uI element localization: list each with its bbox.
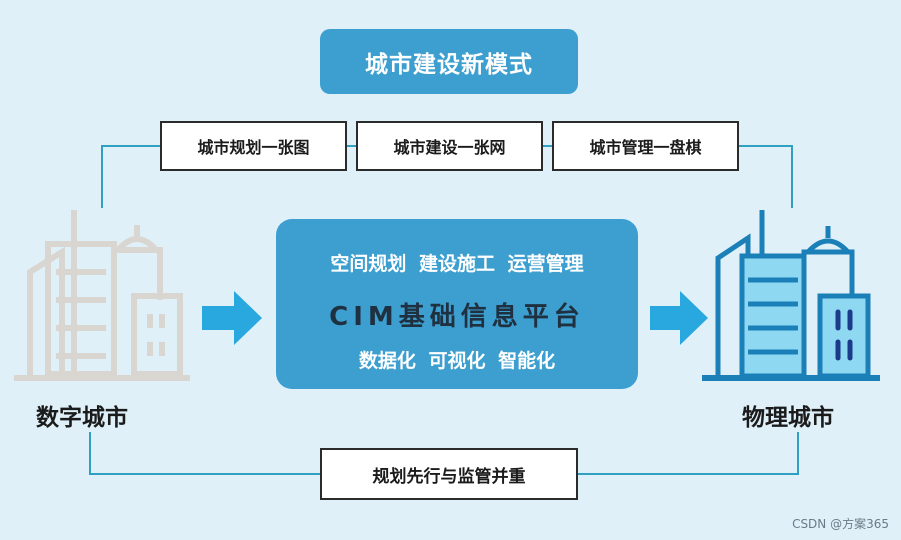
digital-city-building-icon	[14, 210, 190, 381]
platform-functions: 空间规划 建设施工 运营管理	[330, 253, 584, 275]
right-arrow-icon	[202, 291, 262, 345]
physical-city-building-icon	[702, 210, 880, 381]
top-connector-line	[738, 145, 793, 208]
physical-city-label: 物理城市	[742, 405, 834, 431]
label-urban-management: 城市管理一盘棋	[552, 121, 739, 171]
label-urban-planning: 城市规划一张图	[160, 121, 347, 171]
bottom-connector-line	[578, 432, 799, 475]
bottom-principle-box: 规划先行与监管并重	[320, 448, 578, 500]
top-connector-line	[101, 145, 160, 208]
bottom-connector-line	[89, 432, 320, 475]
digital-city-label: 数字城市	[36, 405, 128, 431]
diagram-title: 城市建设新模式	[320, 29, 578, 94]
label-urban-construction: 城市建设一张网	[356, 121, 543, 171]
platform-name: CIM基础信息平台	[329, 302, 585, 332]
cim-platform-box: 空间规划 建设施工 运营管理 CIM基础信息平台 数据化 可视化 智能化	[276, 219, 638, 389]
watermark: CSDN @方案365	[792, 517, 889, 531]
right-arrow-icon	[650, 291, 708, 345]
platform-capabilities: 数据化 可视化 智能化	[358, 350, 556, 372]
